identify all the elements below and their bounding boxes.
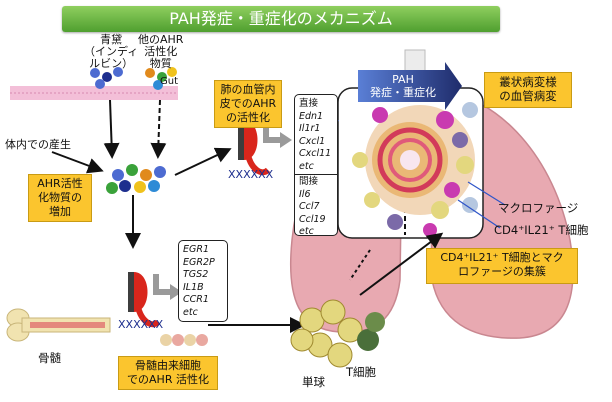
ahr-increase-box: AHR活性化物質の増加: [28, 174, 92, 222]
gut-membrane: [10, 86, 178, 100]
ahr-receptor-lung: XXXXXX: [228, 120, 292, 181]
t-cell-label: T細胞: [346, 365, 377, 379]
ahr-receptor-bm: XXXXXX: [118, 272, 182, 331]
bm-ahr-box: 骨髄由来細胞でのAHR 活性化: [118, 356, 218, 390]
cluster-box: CD4⁺IL21⁺ T細胞とマクロファージの集簇: [426, 248, 578, 284]
plexiform-box: 叢状病変様の血管病変: [484, 72, 572, 108]
svg-text:XXXXXX: XXXXXX: [228, 168, 274, 181]
lung-gene-box: 直接 Edn1 Il1r1 Cxcl1 Cxcl11 etc 間接 Il6 Cc…: [294, 94, 338, 237]
title-banner: PAH発症・重症化のメカニズム: [62, 6, 500, 32]
svg-text:XXXXXX: XXXXXX: [118, 318, 164, 331]
bm-gene-box: EGR1 EGR2P TGS2 IL1B CCR1 etc: [178, 240, 228, 322]
monocyte-label: 単球: [302, 375, 325, 389]
immune-cells: [352, 102, 478, 237]
bone-illustration: [6, 308, 111, 342]
ahr-molecules-mid: [106, 164, 166, 194]
macrophage-label: マクロファージ: [498, 201, 579, 215]
monocyte-tcell-cluster: [290, 299, 385, 368]
ahr-molecules-top: [90, 67, 177, 90]
pah-arrow: [358, 62, 462, 110]
vessel-lesion: [365, 105, 475, 215]
gut-label: Gut: [160, 76, 179, 87]
bone-marrow-label: 骨髄: [38, 351, 61, 365]
cd4-t-label: CD4⁺IL21⁺ T細胞: [494, 223, 589, 237]
page-title: PAH発症・重症化のメカニズム: [169, 9, 393, 28]
bm-cells: [160, 334, 208, 346]
in-body-label: 体内での産生: [5, 138, 71, 151]
indigo-label: 青黛（インディルビン）: [84, 33, 139, 70]
